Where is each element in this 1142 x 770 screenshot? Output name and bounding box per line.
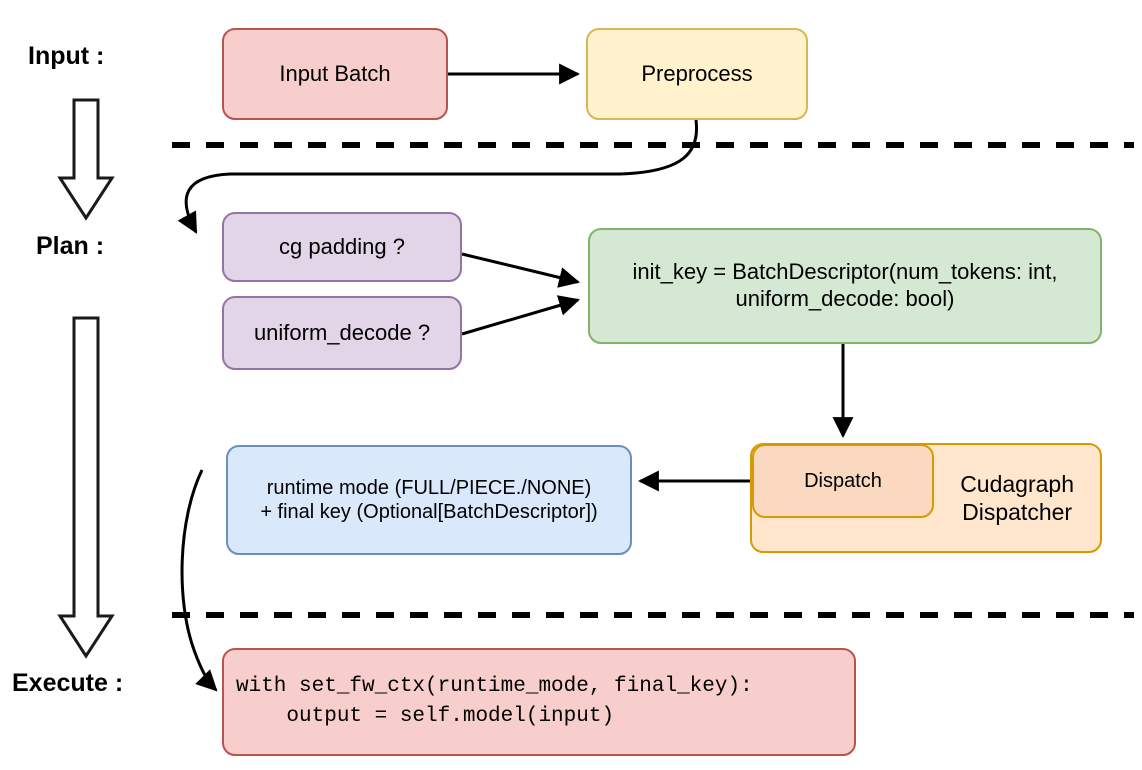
stage-arrow-input-to-plan <box>57 98 115 221</box>
node-init-key-label: init_key = BatchDescriptor(num_tokens: i… <box>632 259 1058 311</box>
node-cg-padding[interactable]: cg padding ? <box>222 212 462 282</box>
node-runtime-mode[interactable]: runtime mode (FULL/PIECE./NONE) + final … <box>226 445 632 555</box>
stage-label-input: Input : <box>28 42 105 70</box>
node-uniform-decode-label: uniform_decode ? <box>253 319 431 345</box>
node-runtime-mode-label: runtime mode (FULL/PIECE./NONE) + final … <box>260 476 598 523</box>
connector-cg-padding-to-init-key <box>461 252 581 288</box>
stage-arrow-plan-to-execute <box>57 316 115 659</box>
node-preprocess[interactable]: Preprocess <box>586 28 808 120</box>
node-execute-code[interactable]: with set_fw_ctx(runtime_mode, final_key)… <box>222 648 856 756</box>
node-dispatch[interactable]: Dispatch <box>752 444 934 518</box>
node-cg-padding-label: cg padding ? <box>279 233 405 259</box>
node-cudagraph-dispatcher-label: Cudagraph Dispatcher <box>960 470 1074 525</box>
node-uniform-decode[interactable]: uniform_decode ? <box>222 296 462 370</box>
stage-label-plan: Plan : <box>36 232 105 260</box>
node-init-key[interactable]: init_key = BatchDescriptor(num_tokens: i… <box>588 228 1102 344</box>
connector-runtime-mode-to-execute-code <box>180 469 218 692</box>
node-input-batch[interactable]: Input Batch <box>222 28 448 120</box>
node-dispatch-label: Dispatch <box>804 469 882 492</box>
connector-uniform-decode-to-init-key <box>461 295 581 336</box>
node-preprocess-label: Preprocess <box>641 60 753 86</box>
node-input-batch-label: Input Batch <box>279 60 391 86</box>
node-execute-code-label: with set_fw_ctx(runtime_mode, final_key)… <box>236 675 753 728</box>
stage-label-execute: Execute : <box>12 669 124 697</box>
